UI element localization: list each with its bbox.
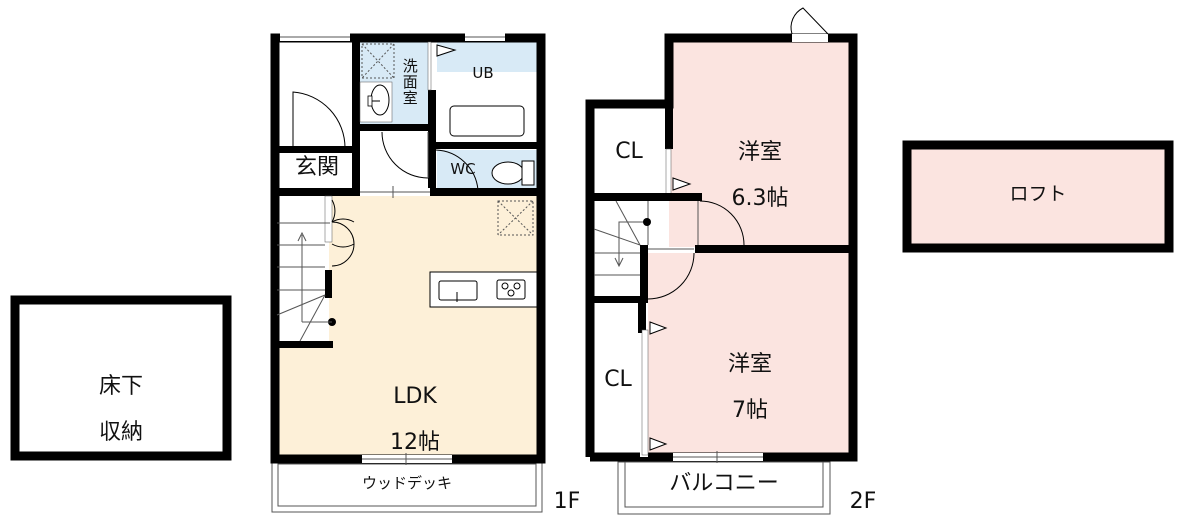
closet1-label: CL bbox=[615, 139, 643, 164]
bedroom2-name: 洋室 bbox=[727, 352, 772, 378]
room-senmenshitsu-label: 洗面室 bbox=[400, 58, 419, 106]
bedroom1-name: 洋室 bbox=[737, 140, 782, 166]
loft-label: ロフト bbox=[1009, 183, 1067, 205]
bedroom2-label: 洋室 7帖 bbox=[695, 330, 805, 445]
room-genkan-label: 玄関 bbox=[294, 155, 339, 180]
ldk-size: 12帖 bbox=[390, 430, 440, 456]
underfloor-storage-label: 床下 収納 bbox=[15, 352, 227, 467]
bedroom2-size: 7帖 bbox=[732, 398, 768, 424]
floor1-label: 1F bbox=[553, 489, 581, 514]
first-floor bbox=[270, 33, 546, 513]
wood-deck-label: ウッドデッキ bbox=[361, 474, 452, 492]
loft bbox=[902, 140, 1174, 253]
bedroom1-label: 洋室 6.3帖 bbox=[705, 118, 815, 233]
room-ldk-label: LDK 12帖 bbox=[360, 362, 470, 477]
second-floor bbox=[585, 7, 858, 515]
floor2-label: 2F bbox=[849, 489, 877, 514]
ldk-name: LDK bbox=[393, 384, 437, 410]
underfloor-line1: 床下 bbox=[98, 374, 143, 400]
closet2-label: CL bbox=[604, 367, 632, 392]
room-wc-label: WC bbox=[450, 160, 476, 178]
underfloor-storage bbox=[10, 295, 232, 461]
room-ub-label: UB bbox=[472, 64, 494, 82]
balcony-label: バルコニー bbox=[669, 471, 779, 496]
bedroom1-size: 6.3帖 bbox=[731, 186, 789, 212]
underfloor-line2: 収納 bbox=[98, 420, 143, 446]
